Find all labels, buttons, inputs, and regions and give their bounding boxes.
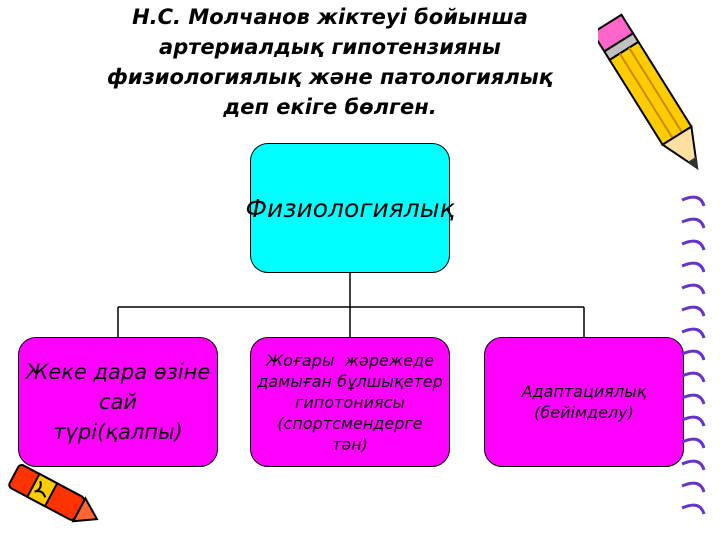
- child-node-label-2: Жоғары жәрежеде дамыған бұлшықетер гипот…: [257, 350, 442, 455]
- child-node-adaptive: Адаптациялық (бейімделу): [484, 337, 684, 467]
- spiral-binding: [676, 190, 710, 530]
- pencil-icon: [598, 2, 710, 192]
- child-node-athletes: Жоғары жәрежеде дамыған бұлшықетер гипот…: [250, 337, 450, 467]
- child-node-label-3: Адаптациялық (бейімделу): [522, 381, 647, 423]
- root-node-label: Физиологиялық: [245, 194, 454, 223]
- root-node-physiological: Физиологиялық: [250, 143, 450, 273]
- child-node-individual: Жеке дара өзіне сай түрі(қалпы): [18, 337, 218, 467]
- child-node-label-1: Жеке дара өзіне сай түрі(қалпы): [26, 357, 211, 447]
- crayon-icon: [0, 458, 110, 538]
